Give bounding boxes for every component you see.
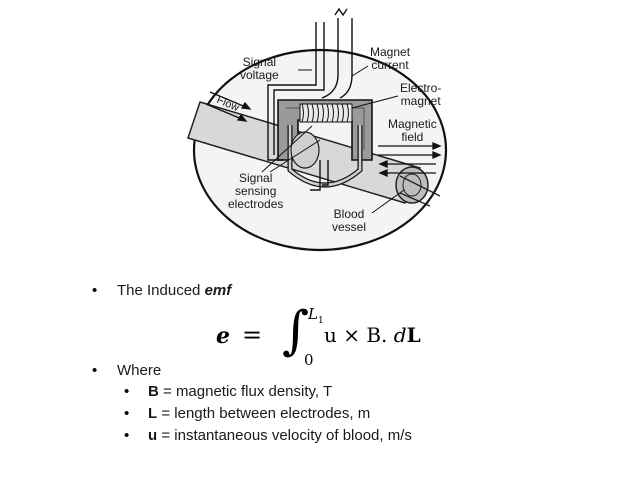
induced-emphasis: emf [204,282,232,299]
label-magnetic-field: Magnetic field [388,117,437,144]
label-magnet-current: Magnet current [370,45,411,72]
sub-bullet-marker: • [124,383,130,400]
sub-bullet-marker: • [124,405,130,422]
label-signal-sensing-electrodes: Signal sensing electrodes [228,171,284,211]
integrand: u × B. dL [324,323,421,347]
sub-bullet-marker: • [124,427,130,444]
induced-prefix: The Induced [117,282,205,299]
electromagnet-core [277,99,373,188]
definition-l: L = length between electrodes, m [148,405,371,422]
magnetic-field-arrows [378,142,442,177]
equation-equals: = [242,321,263,349]
pointer-lines [261,65,405,214]
flowmeter-diagram: Signal voltage Magnet current Electro- m… [187,7,448,252]
definition-b: B = magnetic flux density, T [148,383,333,400]
where-line: Where [117,362,162,379]
flowmeter-illustration [187,7,448,252]
bullet-marker: • [92,362,98,379]
upper-limit: L1 [308,305,324,326]
integral-sign: ∫ [282,301,310,361]
definition-u: u = instantaneous velocity of blood, m/s [148,427,412,444]
label-signal-voltage: Signal voltage [240,55,279,82]
emf-equation: e = ∫ L1 0 u × B. dL [212,301,462,373]
lead-wires [267,7,353,191]
flow-arrows [205,91,252,122]
bullet-marker: • [92,282,98,299]
induced-emf-line: The Induced emf [117,282,231,300]
lower-limit: 0 [304,351,314,369]
equation-lhs: e [216,323,230,349]
label-blood-vessel: Blood vessel [332,207,367,234]
label-electromagnet: Electro- magnet [400,81,442,108]
